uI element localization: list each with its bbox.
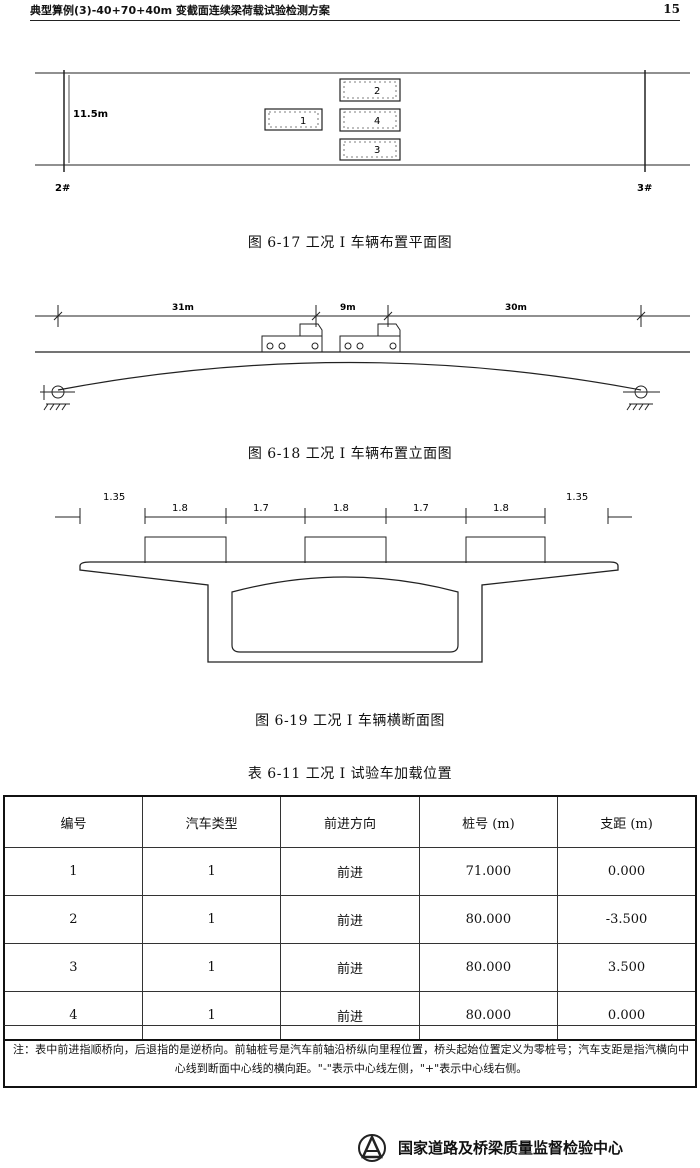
right-support-icon — [623, 385, 660, 411]
elevation-truck-left — [261, 323, 323, 353]
truck-2: 2 — [339, 78, 401, 102]
loading-position-table: 编号 汽车类型 前进方向 桩号 (m) 支距 (m) 1 1 前进 71.000… — [3, 795, 697, 1041]
table-cell: 0.000 — [557, 991, 697, 1041]
section-truck-2 — [304, 536, 387, 563]
column-header: 前进方向 — [280, 795, 420, 848]
elevation-dim-30m: 30m — [505, 303, 527, 313]
org-logo-icon — [358, 1133, 386, 1162]
table-row: 2 1 前进 80.000 -3.500 — [3, 895, 697, 944]
figure-caption-6-19: 图 6-19 工况 I 车辆横断面图 — [255, 713, 445, 729]
table-note: 注：表中前进指顺桥向，后退指的是逆桥向。前轴桩号是汽车前轴沿桥纵向里程位置，桥头… — [3, 1025, 697, 1088]
elevation-dim-9m: 9m — [340, 303, 356, 313]
plan-pier-right: 3# — [637, 183, 652, 194]
page-header: 典型算例(3)-40+70+40m 变截面连续梁荷载试验检测方案 15 — [30, 2, 680, 21]
figure-caption-6-17: 图 6-17 工况 I 车辆布置平面图 — [247, 235, 453, 251]
truck-label: 4 — [374, 116, 380, 127]
column-header: 桩号 (m) — [418, 795, 559, 848]
table-title: 表 6-11 工况 I 试验车加载位置 — [247, 766, 453, 782]
elevation-truck-right — [339, 323, 401, 353]
table-row: 3 1 前进 80.000 3.500 — [3, 943, 697, 992]
page-number: 15 — [663, 2, 680, 16]
section-dim-label: 1.8 — [333, 503, 349, 514]
elevation-view-figure: 31m 9m 30m — [35, 303, 690, 411]
table-cell: 1 — [141, 895, 282, 944]
section-truck-3 — [465, 536, 546, 563]
table-cell: 80.000 — [418, 991, 559, 1041]
table-cell: 1 — [141, 847, 282, 896]
figure-caption-6-18: 图 6-18 工况 I 车辆布置立面图 — [247, 446, 453, 462]
section-dim-label: 1.35 — [103, 492, 125, 503]
table-row: 1 1 前进 71.000 0.000 — [3, 847, 697, 896]
table-cell: 前进 — [280, 991, 420, 1041]
truck-4: 4 — [339, 108, 401, 132]
table-cell: 前进 — [280, 895, 420, 944]
left-support-icon — [40, 385, 75, 411]
plan-width-label: 11.5m — [73, 109, 108, 120]
section-dim-label: 1.35 — [566, 492, 588, 503]
truck-label: 3 — [374, 145, 380, 156]
section-dim-label: 1.8 — [172, 503, 188, 514]
section-dim-label: 1.7 — [253, 503, 269, 514]
truck-label: 2 — [374, 86, 380, 97]
column-header: 编号 — [3, 795, 143, 848]
table-cell: 0.000 — [557, 847, 697, 896]
table-cell: 2 — [3, 895, 143, 944]
table-cell: 3.500 — [557, 943, 697, 992]
table-cell: 1 — [3, 847, 143, 896]
table-cell: 80.000 — [418, 895, 559, 944]
table-row: 4 1 前进 80.000 0.000 — [3, 991, 697, 1041]
plan-view-figure: 11.5m 2# 3# 1 2 4 3 — [35, 70, 690, 194]
table-cell: 3 — [3, 943, 143, 992]
section-dim-label: 1.7 — [413, 503, 429, 514]
section-dim-label: 1.8 — [493, 503, 509, 514]
footer-org-name: 国家道路及桥梁质量监督检验中心 — [398, 1139, 624, 1157]
table-cell: 前进 — [280, 847, 420, 896]
truck-3: 3 — [339, 138, 401, 161]
table-cell: 80.000 — [418, 943, 559, 992]
table-cell: -3.500 — [557, 895, 697, 944]
section-truck-1 — [144, 536, 227, 563]
table-cell: 71.000 — [418, 847, 559, 896]
header-title: 典型算例(3)-40+70+40m 变截面连续梁荷载试验检测方案 — [30, 4, 330, 17]
cross-section-figure: 1.35 1.8 1.7 1.8 1.7 1.8 1.35 — [55, 492, 632, 663]
table-cell: 1 — [141, 991, 282, 1041]
elevation-dim-31m: 31m — [172, 303, 194, 313]
truck-label: 1 — [300, 116, 306, 127]
page-footer: 国家道路及桥梁质量监督检验中心 — [340, 1132, 700, 1164]
table-cell: 1 — [141, 943, 282, 992]
column-header: 支距 (m) — [557, 795, 697, 848]
truck-1: 1 — [264, 108, 323, 131]
table-cell: 前进 — [280, 943, 420, 992]
table-header-row: 编号 汽车类型 前进方向 桩号 (m) 支距 (m) — [3, 795, 697, 848]
plan-pier-left: 2# — [55, 183, 70, 194]
column-header: 汽车类型 — [141, 795, 282, 848]
